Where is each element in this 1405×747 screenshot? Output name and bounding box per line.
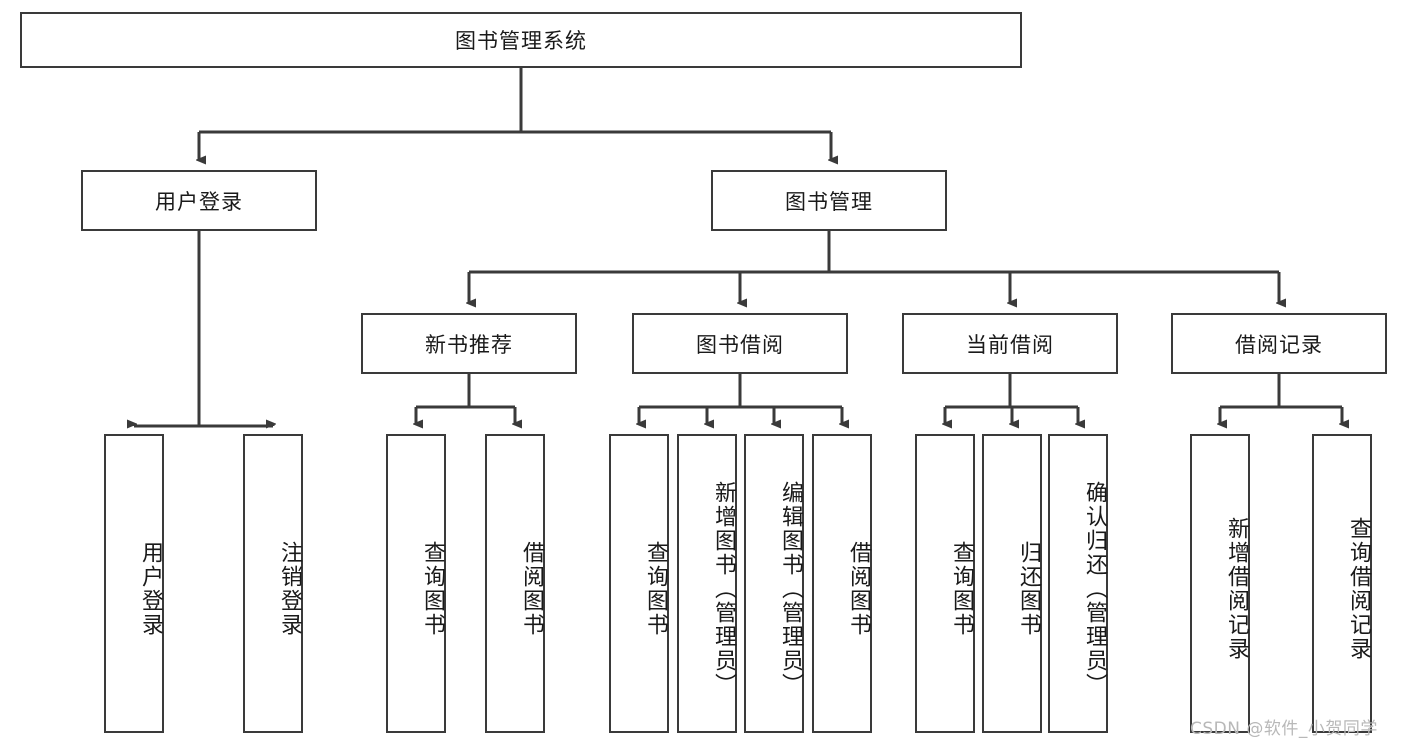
node-label: 查询图书 <box>643 540 668 637</box>
node-label: 归还图书 <box>1016 540 1041 637</box>
node-leaf-return-books[interactable]: 归还图书 <box>982 434 1042 733</box>
node-label: 查询图书 <box>420 540 445 637</box>
node-user-login[interactable]: 用户登录 <box>81 170 317 231</box>
node-label: 新增借阅记录 <box>1224 516 1249 661</box>
node-label: 新书推荐 <box>425 332 513 357</box>
node-book-borrowing[interactable]: 图书借阅 <box>632 313 848 374</box>
csdn-watermark: CSDN @软件_小贺同学 <box>1190 719 1378 739</box>
node-new-book-recommendation[interactable]: 新书推荐 <box>361 313 577 374</box>
node-leaf-borrow-books-new[interactable]: 借阅图书 <box>485 434 545 733</box>
node-label: 确认归还（管理员） <box>1082 480 1107 697</box>
node-leaf-confirm-return-admin[interactable]: 确认归还（管理员） <box>1048 434 1108 733</box>
node-label: 查询借阅记录 <box>1346 516 1371 661</box>
node-label: 借阅记录 <box>1235 332 1323 357</box>
node-leaf-logout[interactable]: 注销登录 <box>243 434 303 733</box>
node-leaf-query-books-new[interactable]: 查询图书 <box>386 434 446 733</box>
node-leaf-edit-book-admin[interactable]: 编辑图书（管理员） <box>744 434 804 733</box>
node-label: 注销登录 <box>277 540 302 637</box>
node-leaf-user-login[interactable]: 用户登录 <box>104 434 164 733</box>
node-label: 查询图书 <box>949 540 974 637</box>
node-label: 用户登录 <box>155 189 243 214</box>
node-label: 图书借阅 <box>696 332 784 357</box>
node-label: 图书管理 <box>785 189 873 214</box>
node-leaf-add-book-admin[interactable]: 新增图书（管理员） <box>677 434 737 733</box>
node-leaf-query-books-current[interactable]: 查询图书 <box>915 434 975 733</box>
node-leaf-query-borrow-record[interactable]: 查询借阅记录 <box>1312 434 1372 733</box>
node-leaf-borrow-books[interactable]: 借阅图书 <box>812 434 872 733</box>
node-root-book-management-system[interactable]: 图书管理系统 <box>20 12 1022 68</box>
node-current-borrowing[interactable]: 当前借阅 <box>902 313 1118 374</box>
node-label: 借阅图书 <box>846 540 871 637</box>
node-borrowing-records[interactable]: 借阅记录 <box>1171 313 1387 374</box>
node-leaf-query-books[interactable]: 查询图书 <box>609 434 669 733</box>
node-label: 借阅图书 <box>519 540 544 637</box>
node-label: 编辑图书（管理员） <box>778 480 803 697</box>
node-label: 用户登录 <box>138 540 163 637</box>
node-label: 图书管理系统 <box>455 29 587 53</box>
node-leaf-add-borrow-record[interactable]: 新增借阅记录 <box>1190 434 1250 733</box>
node-label: 新增图书（管理员） <box>711 480 736 697</box>
node-book-management[interactable]: 图书管理 <box>711 170 947 231</box>
node-label: 当前借阅 <box>966 332 1054 357</box>
